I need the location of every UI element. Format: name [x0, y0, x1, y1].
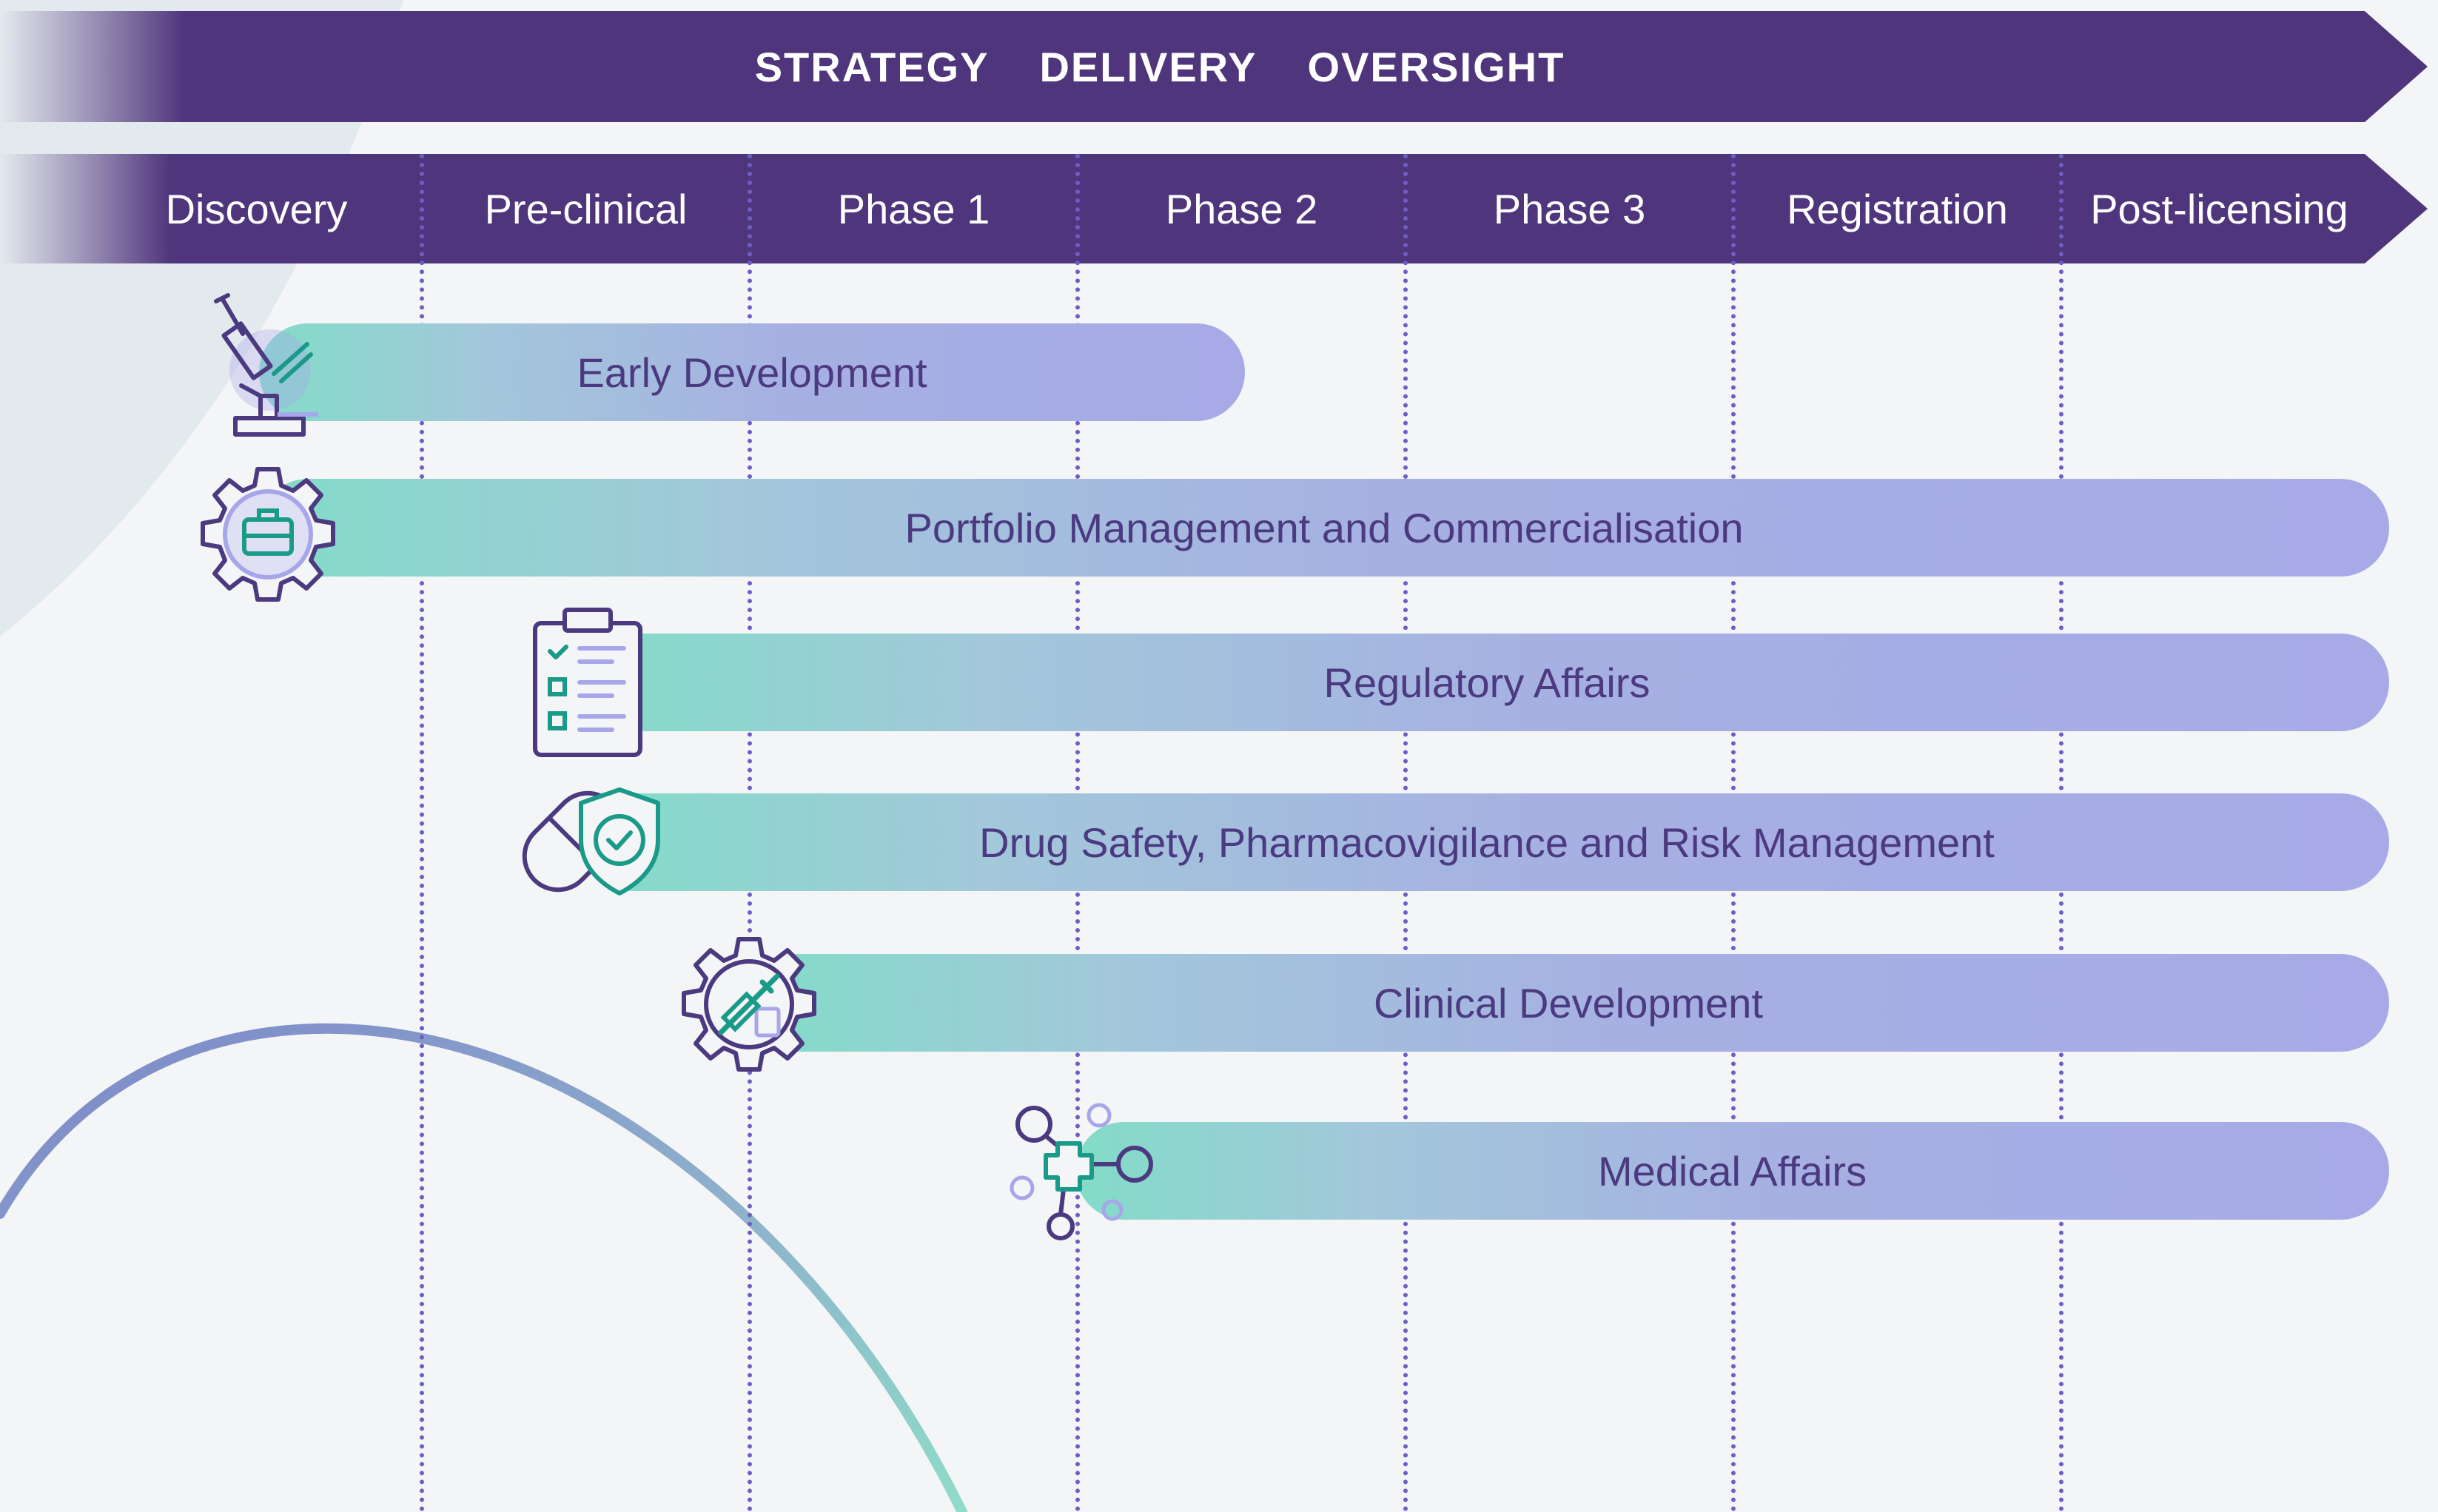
clipboard-checklist-icon	[533, 608, 642, 757]
banner-word-strategy: STRATEGY	[754, 43, 990, 90]
service-bar-clinical-development: Clinical Development	[748, 954, 2389, 1052]
phase-post-licensing: Post-licensing	[2090, 185, 2348, 232]
service-bar-portfolio-management: Portfolio Management and Commercialisati…	[259, 479, 2389, 577]
phase-divider	[420, 154, 424, 1512]
service-bar-medical-affairs: Medical Affairs	[1075, 1122, 2389, 1220]
microscope-icon	[214, 293, 318, 437]
phase-1: Phase 1	[837, 185, 990, 232]
gear-briefcase-icon	[201, 467, 335, 602]
service-bar-early-development: Early Development	[259, 323, 1245, 421]
banner-word-delivery: DELIVERY	[1039, 43, 1257, 90]
medical-cross-network-icon	[1010, 1103, 1153, 1240]
strategy-delivery-oversight-banner: STRATEGY DELIVERY OVERSIGHT	[0, 11, 2428, 122]
banner-word-oversight: OVERSIGHT	[1307, 43, 1565, 90]
phase-pre-clinical: Pre-clinical	[484, 185, 688, 232]
service-bar-drug-safety: Drug Safety, Pharmacovigilance and Risk …	[585, 793, 2389, 891]
development-phase-bar: Discovery Pre-clinical Phase 1 Phase 2 P…	[0, 154, 2428, 263]
phase-2: Phase 2	[1165, 185, 1318, 232]
pill-shield-icon	[522, 787, 660, 896]
service-bar-regulatory-affairs: Regulatory Affairs	[585, 634, 2389, 731]
phase-3: Phase 3	[1493, 185, 1646, 232]
gear-syringe-icon	[682, 937, 816, 1072]
phase-registration: Registration	[1787, 185, 2008, 232]
phase-discovery: Discovery	[165, 185, 348, 232]
background-arc	[0, 1023, 967, 1512]
